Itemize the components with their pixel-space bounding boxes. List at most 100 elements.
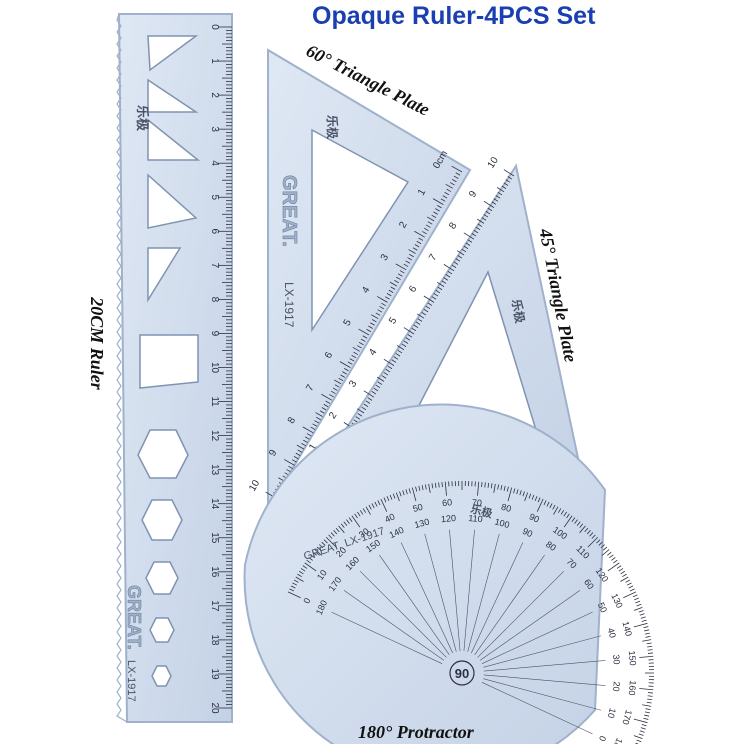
triangle-tick [343,368,349,372]
triangle-tick [391,359,397,363]
triangle-tick [302,426,314,434]
triangle-tick [497,191,503,196]
triangle-number: 1 [416,187,429,198]
protractor-tick [362,508,367,513]
triangle-tick [403,340,409,344]
protractor-tick [365,506,371,515]
ruler-number: 5 [209,194,220,200]
protractor-tick [308,557,313,561]
protractor-tick [357,511,361,517]
protractor-tick [333,530,338,535]
triangle-tick [427,221,433,225]
protractor-tick [643,717,649,720]
triangle-tick [291,459,297,463]
protractor-tick [587,536,599,548]
triangle-tick [321,407,327,411]
triangle-tick [332,387,338,391]
protractor-number-inner: 80 [544,539,558,553]
protractor-tick [306,559,311,564]
triangle-tick [370,322,375,326]
triangle-number: 1 [307,442,319,453]
triangle-tick [505,179,511,183]
protractor-number-outer: 40 [383,511,396,524]
protractor-number-inner: 90 [521,526,534,539]
triangle-tick [390,286,396,290]
protractor-tick [579,525,586,534]
protractor-logo: 乐极 [469,501,495,520]
triangle-tick [431,296,437,300]
ruler-number: 16 [209,566,220,578]
triangle-tick [451,178,457,183]
triangle-number: 7 [304,383,317,394]
ruler-logo: 乐极 [134,105,150,132]
triangle-tick [411,327,417,332]
protractor-tick [640,616,646,619]
triangle-tick [384,296,390,300]
triangle-tick [386,293,392,297]
triangle-tick [312,423,318,427]
triangle-tick [383,372,389,376]
triangle-tick [321,393,332,401]
triangle-tick [363,403,369,408]
protractor-tick [635,600,641,604]
triangle-tick [463,232,475,240]
triangle-tick [501,185,507,189]
ruler-number: 3 [209,126,220,132]
protractor-tick [399,491,402,497]
protractor-number-outer: 0 [301,596,312,605]
protractor-tick [340,523,345,528]
protractor-tick [346,519,350,524]
protractor-tick [338,525,345,534]
protractor-tick [537,497,541,503]
ruler-number: 6 [209,229,220,235]
protractor-tick [647,692,653,694]
protractor-tick [607,562,620,572]
ruler-number: 17 [209,600,220,612]
triangle-tick [333,379,342,385]
protractor-tick [319,544,324,549]
protractor-tick [323,539,328,544]
protractor-number-outer: 160 [627,680,638,696]
protractor-tick [563,515,573,528]
triangle-tick [407,257,412,261]
protractor-tick [633,622,648,628]
protractor-tick [408,488,411,494]
triangle-tick [394,280,399,284]
protractor-tick [579,523,584,528]
protractor-tick [354,513,358,519]
ruler-scale [218,26,232,709]
triangle-tick [347,361,353,365]
ruler-number: 15 [209,532,220,544]
triangle-tick [483,214,489,218]
protractor-tick [493,483,496,493]
protractor-tick [484,482,486,488]
protractor-number-inner: 110 [468,513,483,524]
protractor-tick [643,626,649,629]
protractor-number-inner: 100 [494,517,511,531]
protractor-tick [287,591,301,599]
triangle-tick [465,242,471,246]
protractor-tick [330,532,335,537]
triangle-tick [375,312,381,316]
triangle-tick [403,327,415,335]
triangle-tick [427,302,433,306]
triangle-tick [442,195,448,199]
protractor-tick [620,570,626,575]
protractor-number-outer: 140 [620,620,634,637]
triangle-tick [437,281,445,287]
protractor-tick [636,603,642,607]
triangle-tick [461,248,467,253]
protractor-tick [359,509,364,515]
triangle-tick [416,240,422,245]
protractor-tick [647,698,653,701]
protractor-tick [584,527,589,533]
protractor-tick [295,576,304,582]
triangle-tick [338,377,344,381]
protractor-tick [304,562,317,572]
protractor-number-outer: 80 [500,502,512,514]
triangle-tick [286,469,292,473]
triangle-tick [303,439,308,443]
protractor-caption: 180° Protractor [358,722,474,742]
protractor-tick [428,483,431,493]
